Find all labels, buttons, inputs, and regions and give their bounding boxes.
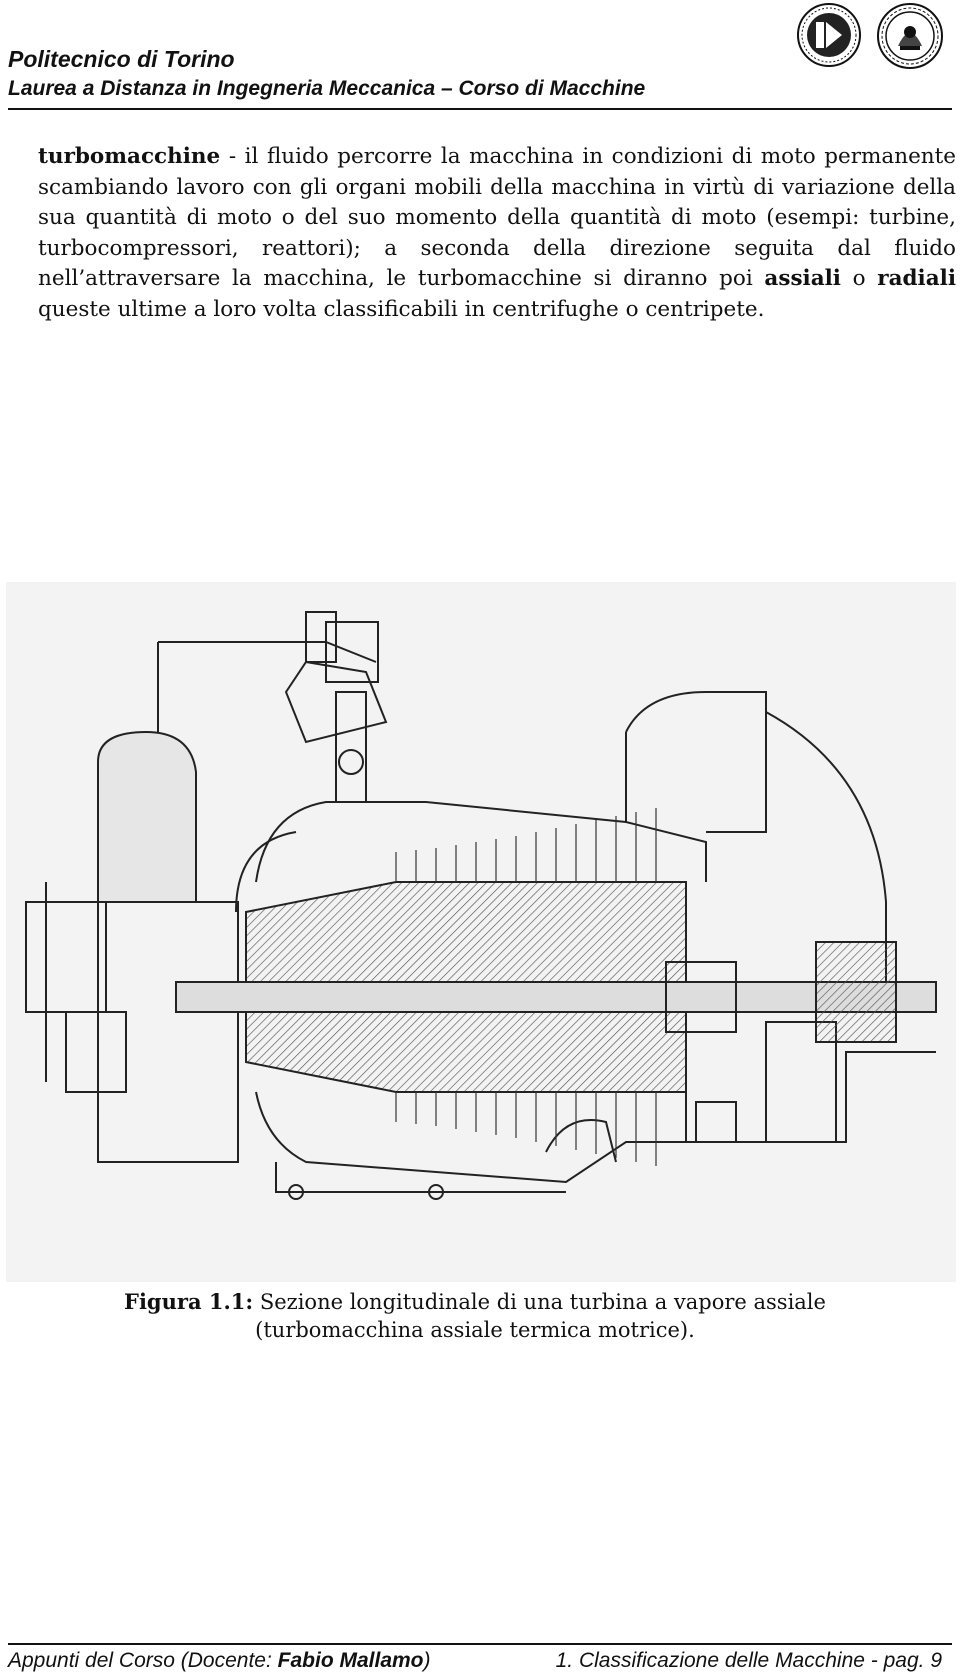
term-radiali: radiali (877, 266, 956, 291)
caption-label: Figura 1.1: (124, 1289, 254, 1314)
department-logo (797, 3, 861, 67)
footer-left: Appunti del Corso (Docente: Fabio Mallam… (8, 1648, 431, 1674)
paragraph-text-3: queste ultime a loro volta classificabil… (38, 296, 765, 322)
course-name: Laurea a Distanza in Ingegneria Meccanic… (8, 77, 646, 100)
politecnico-seal (877, 3, 943, 69)
caption-text: Sezione longitudinale di una turbina a v… (253, 1290, 826, 1314)
institution-name: Politecnico di Torino (8, 46, 235, 72)
footer-page-info: 1. Classificazione delle Macchine - pag.… (555, 1649, 942, 1672)
footer-divider (8, 1643, 952, 1645)
paragraph-text-2: o (840, 266, 878, 291)
term-assiali: assiali (764, 266, 841, 291)
footer-suffix: ) (423, 1649, 431, 1672)
page-header: Politecnico di Torino Laurea a Distanza … (8, 44, 748, 104)
figure-caption: Figura 1.1: Sezione longitudinale di una… (60, 1288, 890, 1344)
body-paragraph: turbomacchine - il fluido percorre la ma… (38, 142, 956, 325)
turbine-drawing (25, 611, 937, 1200)
footer-author: Fabio Mallamo (277, 1649, 424, 1672)
term-turbomacchine: turbomacchine (38, 144, 221, 169)
logos (796, 2, 956, 76)
footer-prefix: Appunti del Corso (Docente: (8, 1649, 278, 1672)
paragraph-text-1: - il fluido percorre la macchina in cond… (38, 144, 956, 291)
turbine-section-figure (6, 582, 956, 1282)
caption-line2: (turbomacchina assiale termica motrice). (255, 1318, 695, 1342)
header-divider (8, 108, 952, 110)
